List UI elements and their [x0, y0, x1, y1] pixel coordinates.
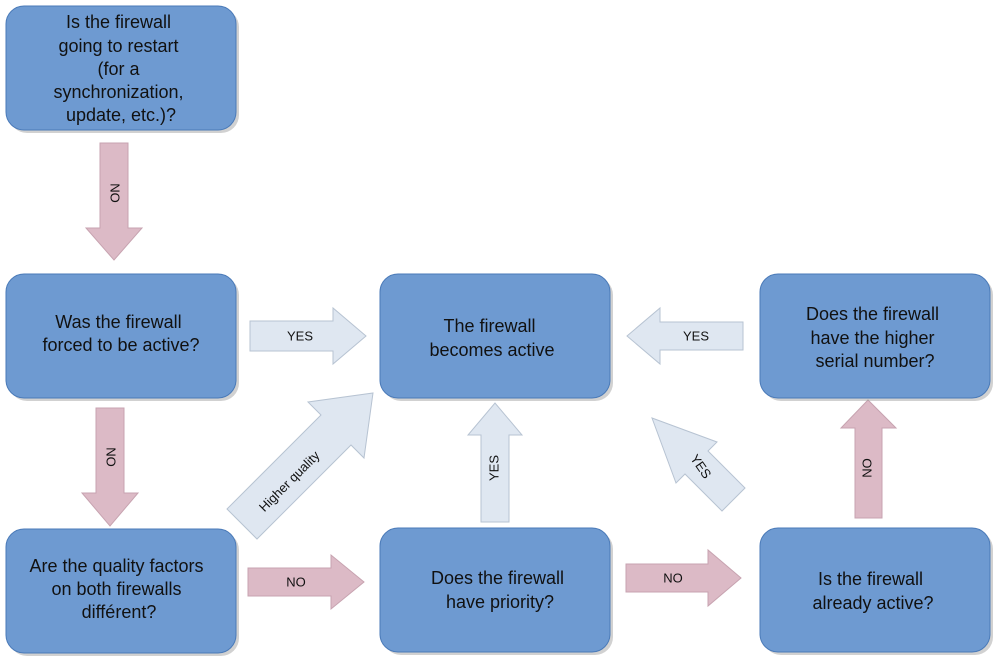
label-quality-to-priority: NO — [286, 574, 306, 589]
node-priority: Does the firewall have priority? — [379, 527, 613, 655]
label-priority-to-active: YES — [486, 455, 501, 481]
arrow-serial-to-active: YES — [626, 306, 744, 366]
node-restart-text: Is the firewall going to restart (for a … — [53, 12, 188, 125]
node-serial-text: Does the firewall have the higher serial… — [806, 304, 944, 371]
node-already-text: Is the firewall already active? — [812, 569, 933, 613]
node-active-text: The firewall becomes active — [429, 316, 554, 360]
node-serial: Does the firewall have the higher serial… — [759, 273, 993, 401]
arrow-quality-to-active: Higher quality — [226, 392, 374, 540]
arrow-restart-to-forced: NO — [84, 142, 144, 261]
node-restart: Is the firewall going to restart (for a … — [5, 5, 239, 133]
label-already-to-serial: NO — [859, 458, 874, 478]
arrow-already-to-serial: NO — [839, 399, 898, 519]
node-already: Is the firewall already active? — [759, 527, 993, 655]
arrow-already-to-active: YES — [651, 417, 746, 512]
node-priority-text: Does the firewall have priority? — [431, 568, 569, 612]
arrow-priority-to-already: NO — [625, 548, 742, 608]
arrow-forced-to-quality: NO — [80, 407, 140, 527]
node-forced: Was the firewall forced to be active? — [5, 273, 239, 401]
label-priority-to-already: NO — [663, 570, 683, 585]
node-quality: Are the quality factors on both firewall… — [5, 528, 239, 656]
label-forced-to-quality: NO — [104, 447, 119, 467]
node-forced-text: Was the firewall forced to be active? — [42, 312, 199, 355]
arrow-forced-to-active: YES — [249, 306, 367, 366]
label-serial-to-active: YES — [683, 328, 709, 343]
label-forced-to-active: YES — [287, 328, 313, 343]
node-quality-text: Are the quality factors on both firewall… — [29, 556, 208, 622]
node-active: The firewall becomes active — [379, 273, 613, 401]
arrow-priority-to-active: YES — [466, 402, 524, 523]
arrow-quality-to-priority: NO — [247, 553, 365, 611]
label-restart-to-forced: NO — [108, 183, 123, 203]
